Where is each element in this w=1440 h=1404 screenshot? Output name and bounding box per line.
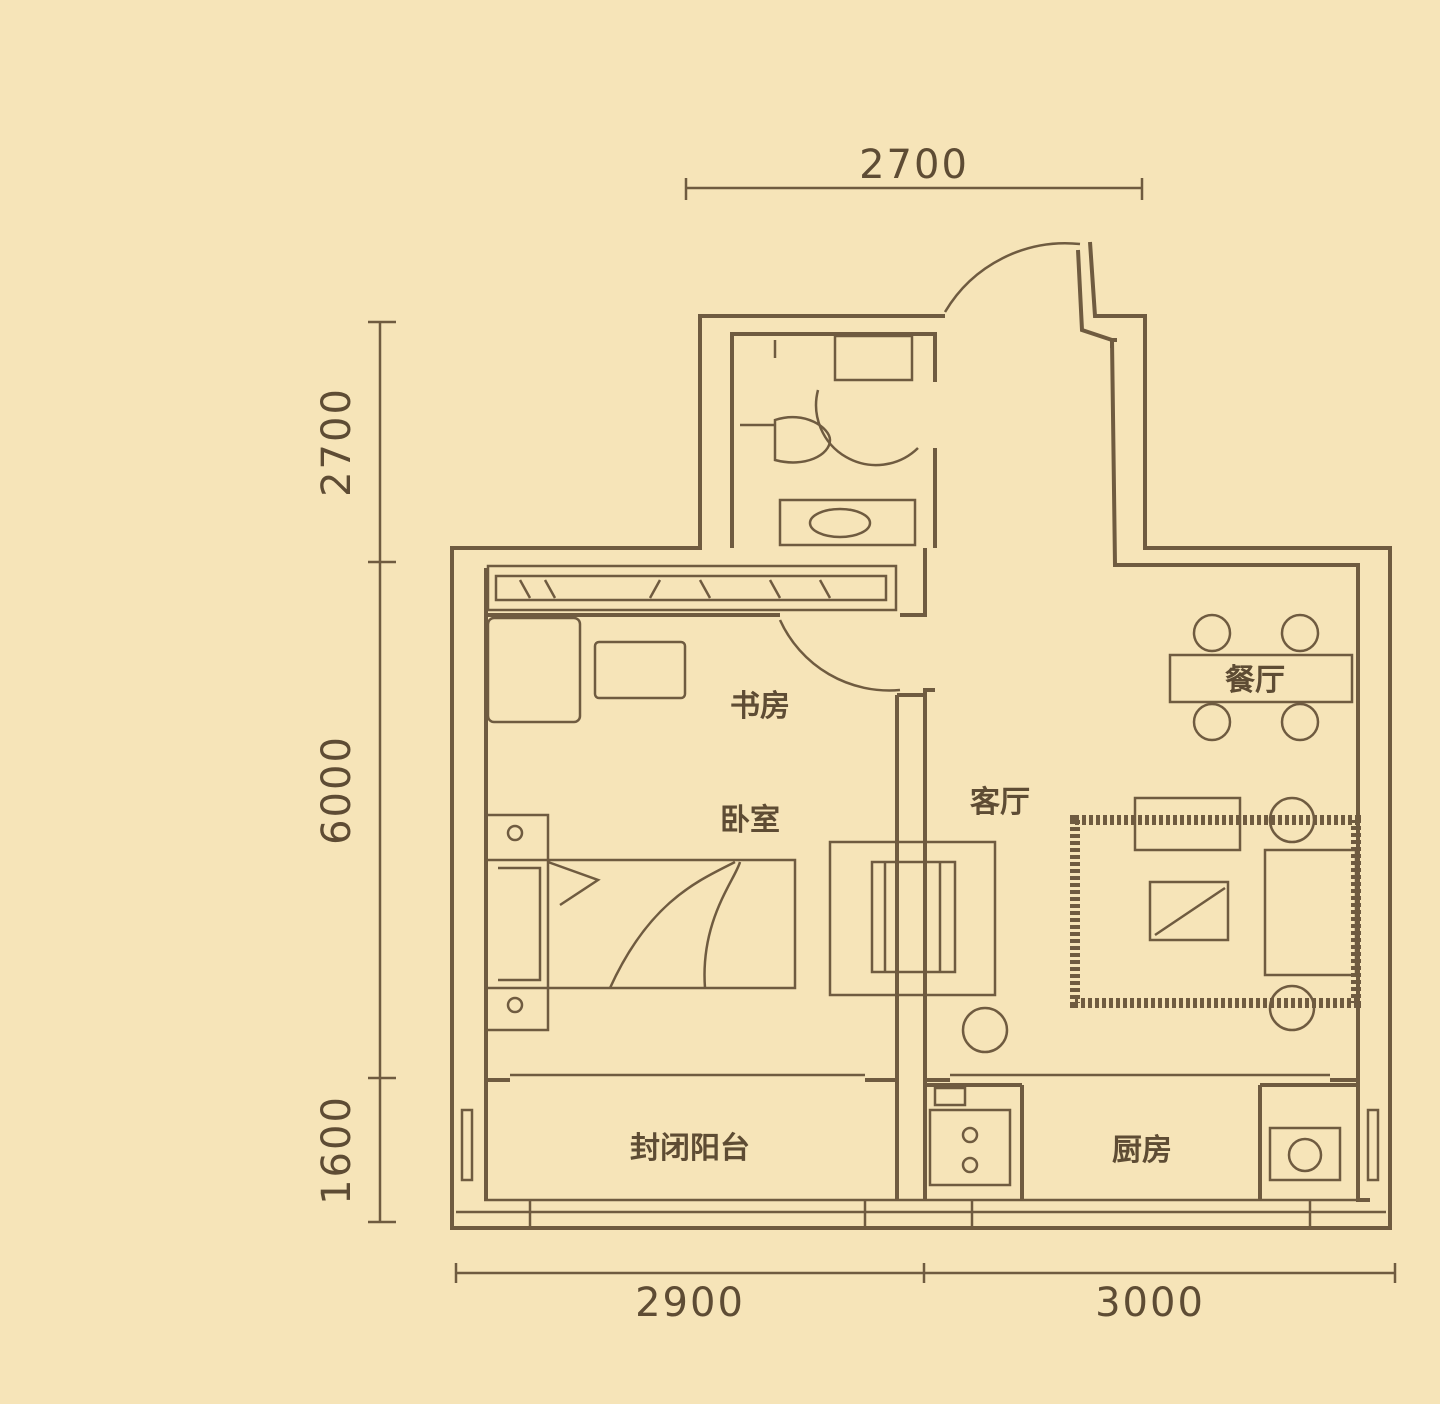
wardrobe-hangers [518, 579, 832, 599]
side-table-lamp [1268, 984, 1316, 1032]
sofa-set [1133, 796, 1358, 977]
interior-walls [486, 389, 1358, 1200]
bathroom-door-arc [814, 389, 919, 467]
dim-left-middle-label: 6000 [314, 735, 360, 845]
room-label-study: 书房 [730, 689, 790, 724]
dining-chair [1280, 613, 1320, 653]
chair [593, 640, 687, 700]
nightstand-lamp [506, 824, 524, 842]
nightstand-lamp [506, 996, 524, 1014]
desk [486, 616, 582, 724]
dining-chair [1192, 613, 1232, 653]
stove [928, 1086, 1012, 1187]
wardrobe [486, 564, 898, 612]
room-label-dining-room: 餐厅 [1225, 663, 1285, 698]
dim-top-label: 2700 [859, 142, 969, 188]
bathroom-fixtures [773, 334, 914, 382]
dim-left-top-label: 2700 [314, 387, 360, 497]
entry-door-arc [943, 242, 1081, 313]
room-label-kitchen: 厨房 [1112, 1133, 1172, 1168]
room-label-enclosed-balcony: 封闭阳台 [630, 1131, 750, 1166]
bed [488, 813, 797, 1032]
toilet-and-sink [740, 415, 917, 547]
dining-chair [1192, 702, 1232, 742]
plant [961, 1006, 1009, 1054]
tv-cabinet [828, 840, 997, 997]
dim-bottom-right-label: 3000 [1095, 1280, 1205, 1326]
dim-left-bottom-label: 1600 [314, 1095, 360, 1205]
room-label-bedroom: 卧室 [720, 803, 780, 838]
furniture [486, 334, 1361, 1187]
side-table-lamp [1268, 796, 1316, 844]
kitchen-sink [1268, 1126, 1342, 1182]
rug [1070, 815, 1361, 1008]
dim-bottom-left-label: 2900 [635, 1280, 745, 1326]
exterior-walls [450, 241, 1392, 1230]
dining-chair [1280, 702, 1320, 742]
windows [456, 1198, 1386, 1228]
dimension-left: 2700 6000 1600 [314, 320, 396, 1224]
dining-table [1168, 653, 1354, 704]
dimension-bottom: 2900 3000 [454, 1263, 1397, 1326]
room-label-living-room: 客厅 [970, 785, 1030, 820]
dimension-top: 2700 [684, 142, 1144, 200]
study-door-arc [778, 619, 901, 692]
